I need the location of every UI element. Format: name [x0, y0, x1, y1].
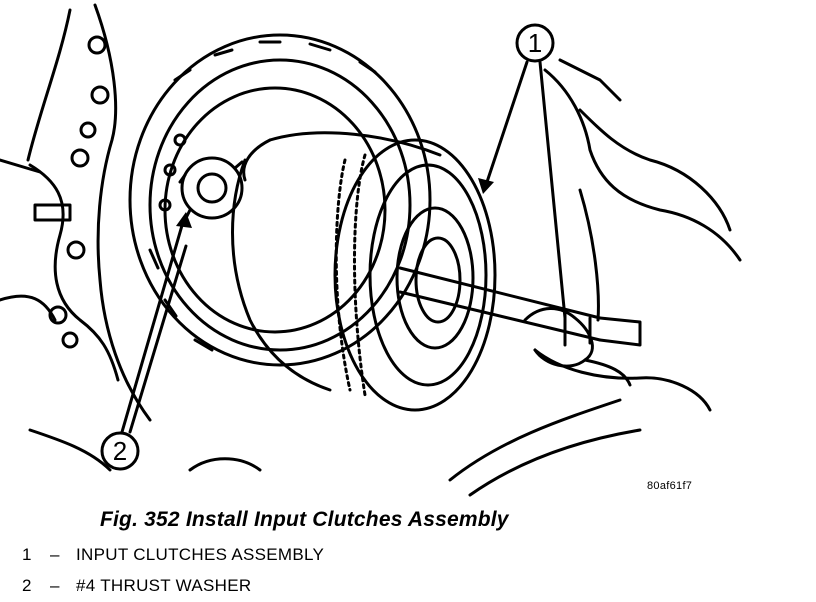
callout-1-leader-a	[485, 60, 529, 184]
transmission-case	[0, 3, 152, 422]
callout-2-leader-b	[128, 244, 188, 434]
hand	[523, 307, 712, 412]
legend-number: 2	[22, 576, 32, 595]
callout-1: 1	[515, 23, 555, 63]
callout-leaders	[120, 60, 567, 434]
right-case-section	[28, 58, 742, 497]
legend-text: INPUT CLUTCHES ASSEMBLY	[76, 545, 325, 564]
callout-1-arrowhead	[478, 178, 494, 194]
legend-text: #4 THRUST WASHER	[76, 576, 252, 595]
legend-dash: –	[50, 576, 60, 595]
callout-2-arrowhead	[176, 212, 192, 228]
callout-1-leader-b	[538, 60, 567, 320]
thrust-washer-hub	[178, 156, 244, 220]
input-shaft	[398, 266, 642, 347]
callout-2: 2	[100, 431, 140, 471]
callout-2-leader-a	[120, 220, 185, 434]
housing-flange	[128, 33, 432, 367]
legend-dash: –	[50, 545, 60, 564]
legend-item: 2–#4 THRUST WASHER	[22, 576, 251, 596]
callout-1-number: 1	[528, 28, 542, 58]
legend-number: 1	[22, 545, 32, 564]
legend-item: 1–INPUT CLUTCHES ASSEMBLY	[22, 545, 324, 565]
input-clutches-drum	[231, 131, 497, 412]
callout-2-number: 2	[113, 436, 127, 466]
figure-caption: Fig. 352 Install Input Clutches Assembly	[100, 508, 509, 531]
clutch-installation-illustration: 1 2	[0, 3, 742, 497]
image-code: 80af61f7	[647, 480, 693, 492]
